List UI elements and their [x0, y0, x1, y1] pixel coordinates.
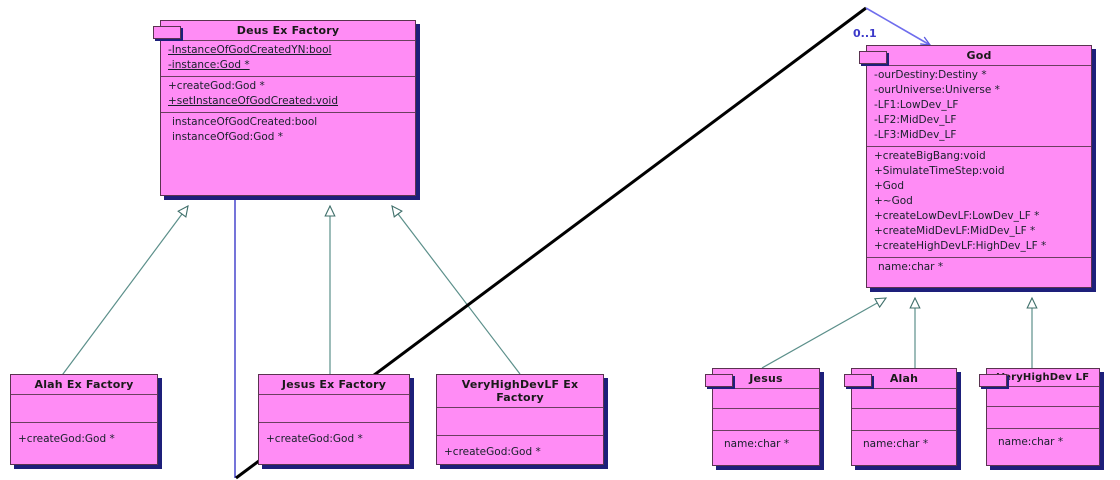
operation-row: +createGod:God * [266, 433, 363, 445]
attributes-compartment-god: -ourDestiny:Destiny * -ourUniverse:Unive… [867, 66, 1091, 147]
class-title-alah: Alah [852, 369, 956, 389]
class-jesus[interactable]: Jesus name:char * [705, 368, 820, 466]
extra-row: name:char * [863, 438, 929, 450]
class-tab-icon [979, 374, 1007, 387]
operations-compartment-jesus [713, 409, 819, 431]
operation-row: +createGod:God * [168, 80, 265, 92]
class-title-alah-ex-factory: Alah Ex Factory [11, 375, 157, 395]
class-title-jesus: Jesus [713, 369, 819, 389]
attributes-compartment-deus-ex-factory: -InstanceOfGodCreatedYN:bool -instance:G… [161, 41, 415, 77]
attribute-row: -LF2:MidDev_LF [874, 114, 957, 126]
class-alah[interactable]: Alah name:char * [844, 368, 957, 466]
attributes-compartment-alah-ex-factory [11, 395, 157, 423]
attributes-compartment-alah [852, 389, 956, 409]
extras-compartment-veryhighdev-lf: name:char * [987, 429, 1099, 453]
operation-row: +createGod:God * [444, 446, 541, 458]
edge-veryhighdevlf-ex-factory-to-deus [391, 204, 521, 375]
attribute-row: -LF1:LowDev_LF [874, 99, 959, 111]
association-arrow-segment [865, 7, 932, 46]
association-multiplicity-label: 0..1 [853, 27, 877, 40]
operation-row: +createBigBang:void [874, 150, 986, 162]
edge-jesus-to-god [761, 297, 888, 369]
operation-row: +createGod:God * [18, 433, 115, 445]
class-title-jesus-ex-factory: Jesus Ex Factory [259, 375, 409, 395]
extras-compartment-alah: name:char * [852, 431, 956, 455]
attributes-compartment-veryhighdev-lf [987, 387, 1099, 407]
class-tab-icon [844, 374, 872, 387]
extra-row: instanceOfGodCreated:bool [172, 116, 318, 128]
extra-row: instanceOfGod:God * [172, 131, 284, 143]
operations-compartment-veryhighdevlf-ex-factory: +createGod:God * [437, 436, 603, 463]
attribute-row: -ourDestiny:Destiny * [874, 69, 987, 81]
operation-row: +setInstanceOfGodCreated:void [168, 95, 339, 107]
operation-row: +createLowDevLF:LowDev_LF * [874, 210, 1040, 222]
attributes-compartment-jesus-ex-factory [259, 395, 409, 423]
operations-compartment-alah [852, 409, 956, 431]
extra-row: name:char * [724, 438, 790, 450]
extras-compartment-jesus: name:char * [713, 431, 819, 455]
class-tab-icon [705, 374, 733, 387]
attributes-compartment-jesus [713, 389, 819, 409]
operations-compartment-veryhighdev-lf [987, 407, 1099, 429]
class-title-deus-ex-factory: Deus Ex Factory [161, 21, 415, 41]
attribute-row: -instance:God * [168, 59, 250, 71]
class-tab-icon [859, 51, 887, 64]
class-god[interactable]: God -ourDestiny:Destiny * -ourUniverse:U… [859, 45, 1092, 288]
class-deus-ex-factory[interactable]: Deus Ex Factory -InstanceOfGodCreatedYN:… [153, 20, 416, 196]
operations-compartment-jesus-ex-factory: +createGod:God * [259, 423, 409, 450]
generalization-edges-god [761, 296, 1038, 369]
attribute-row: -LF3:MidDev_LF [874, 129, 957, 141]
class-veryhighdev-lf[interactable]: VeryHighDev LF name:char * [979, 368, 1100, 466]
operation-row: +createHighDevLF:HighDev_LF * [874, 240, 1047, 252]
attributes-compartment-veryhighdevlf-ex-factory [437, 408, 603, 436]
class-veryhighdevlf-ex-factory[interactable]: VeryHighDevLF Ex Factory +createGod:God … [436, 374, 604, 465]
extra-row: name:char * [878, 261, 944, 273]
class-title-god: God [867, 46, 1091, 66]
attribute-row: -InstanceOfGodCreatedYN:bool [168, 44, 332, 56]
operations-compartment-deus-ex-factory: +createGod:God * +setInstanceOfGodCreate… [161, 77, 415, 113]
operation-row: +SimulateTimeStep:void [874, 165, 1005, 177]
operations-compartment-god: +createBigBang:void +SimulateTimeStep:vo… [867, 147, 1091, 258]
class-alah-ex-factory[interactable]: Alah Ex Factory +createGod:God * [10, 374, 158, 465]
operation-row: +God [874, 180, 905, 192]
extras-compartment-deus-ex-factory: instanceOfGodCreated:bool instanceOfGod:… [161, 113, 415, 148]
operation-row: +~God [874, 195, 913, 207]
extra-row: name:char * [998, 436, 1064, 448]
class-jesus-ex-factory[interactable]: Jesus Ex Factory +createGod:God * [258, 374, 410, 465]
attribute-row: -ourUniverse:Universe * [874, 84, 1000, 96]
operations-compartment-alah-ex-factory: +createGod:God * [11, 423, 157, 450]
operation-row: +createMidDevLF:MidDev_LF * [874, 225, 1036, 237]
class-title-veryhighdevlf-ex-factory: VeryHighDevLF Ex Factory [437, 375, 603, 408]
generalization-edges-factory [59, 204, 521, 379]
edge-alah-ex-factory-to-deus [59, 204, 189, 379]
class-tab-icon [153, 26, 181, 39]
class-title-veryhighdev-lf: VeryHighDev LF [987, 369, 1099, 387]
extras-compartment-god: name:char * [867, 258, 1091, 278]
